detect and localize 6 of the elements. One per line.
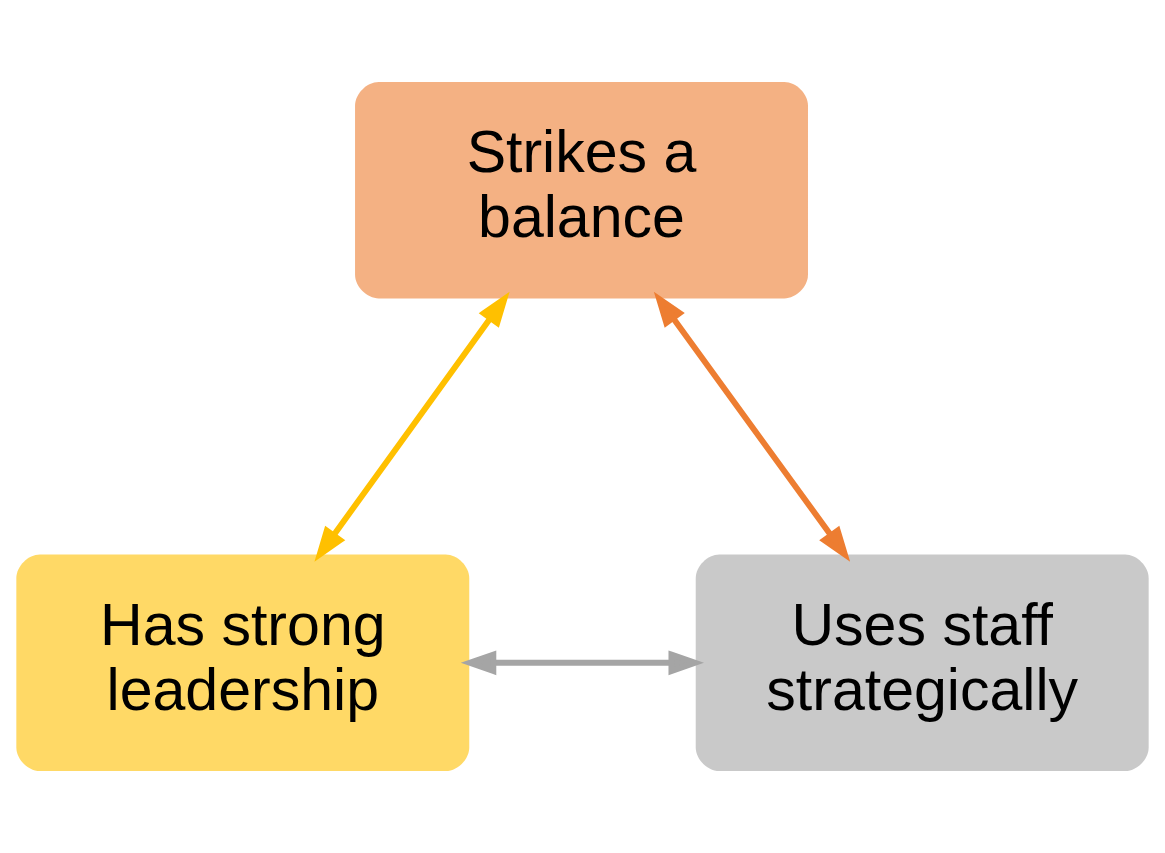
arrow xyxy=(460,650,704,676)
node-box: Uses staff strategically xyxy=(695,554,1149,772)
arrow xyxy=(314,291,510,562)
node-box: Strikes a balance xyxy=(355,81,808,299)
node-box: Has strong leadership xyxy=(16,554,470,772)
arrow xyxy=(653,291,851,562)
